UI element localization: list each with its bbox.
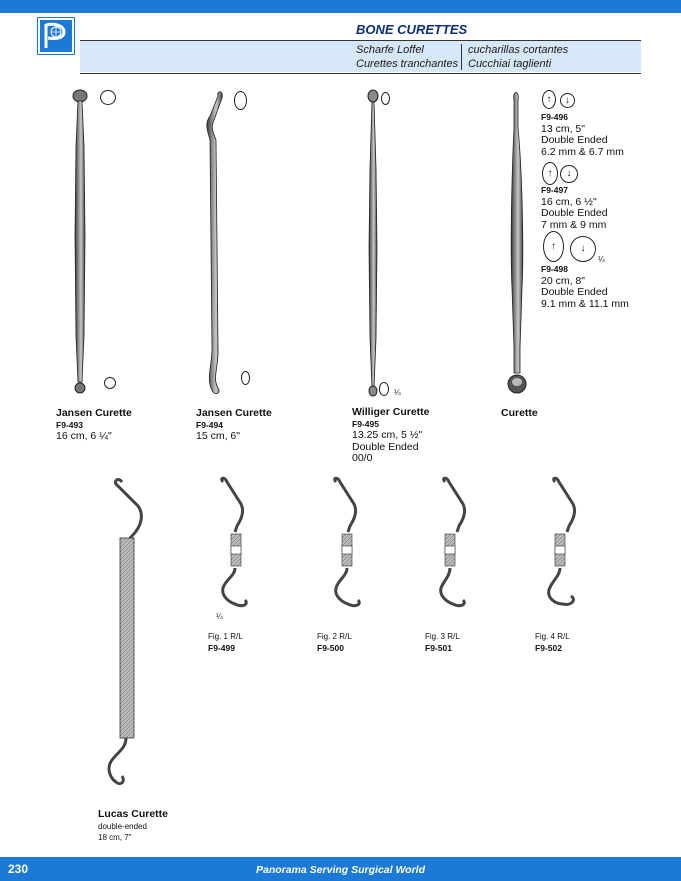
translation-fr: Curettes tranchantes — [356, 58, 459, 70]
top-bar — [0, 0, 681, 13]
size-circle-icon — [241, 371, 250, 385]
product-size: 20 cm, 8" — [541, 274, 585, 287]
divider — [80, 73, 641, 74]
figure-label: Fig. 2 R/L — [317, 632, 352, 641]
size-circle-icon — [234, 91, 247, 110]
product-size: 16 cm, 6 ¼" — [56, 430, 112, 442]
product-spec: 9.1 mm & 11.1 mm — [541, 297, 629, 310]
arrow-down-icon: ↓ — [560, 93, 575, 108]
arrow-up-icon: ↑ — [542, 162, 558, 185]
product-name: Curette — [501, 407, 538, 419]
company-logo — [37, 17, 75, 55]
figure-label: Fig. 4 R/L — [535, 632, 570, 641]
scale-fraction: ¼ — [216, 612, 223, 621]
product-jansen-494-info: Jansen Curette F9-494 15 cm, 6" — [196, 407, 272, 443]
product-code: F9-494 — [196, 419, 223, 430]
product-code: F9-499 — [208, 642, 235, 653]
product-code: F9-493 — [56, 419, 83, 430]
product-jansen-493-info: Jansen Curette F9-493 16 cm, 6 ¼" — [56, 407, 132, 443]
jansen-curette-493-image — [72, 89, 88, 394]
product-name: Jansen Curette — [56, 407, 132, 419]
arrow-up-icon: ↑ — [543, 231, 564, 262]
product-size: 13.25 cm, 5 ½" — [352, 429, 423, 441]
divider — [80, 40, 641, 41]
product-lucas-info: Lucas Curette double-ended 18 cm, 7" — [98, 808, 169, 844]
fig2-curette-image — [333, 476, 361, 608]
product-code: F9-498 — [541, 264, 568, 274]
jansen-curette-494-image — [206, 91, 223, 394]
product-code: F9-496 — [541, 112, 568, 122]
footer-bar — [0, 857, 681, 881]
fig1-curette-image — [220, 476, 248, 608]
curette-image — [507, 92, 527, 394]
williger-curette-image — [367, 89, 379, 397]
size-circle-icon — [379, 382, 389, 396]
lucas-curette-image — [107, 478, 143, 786]
product-desc: Double Ended — [541, 207, 608, 219]
product-f9-497-info: F9-497 16 cm, 6 ½" Double Ended 7 mm & 9… — [541, 185, 608, 231]
product-spec: 6.2 mm & 6.7 mm — [541, 145, 624, 158]
product-f9-498-info: F9-498 20 cm, 8" Double Ended 9.1 mm & 1… — [541, 264, 629, 310]
page-number: 230 — [8, 862, 29, 876]
product-name: Jansen Curette — [196, 407, 272, 419]
product-spec: 7 mm & 9 mm — [541, 218, 607, 231]
product-code: F9-495 — [352, 418, 379, 429]
fig3-curette-image — [439, 476, 467, 608]
figure-label: Fig. 1 R/L — [208, 632, 243, 641]
product-code: F9-501 — [425, 642, 452, 653]
product-desc: Double Ended — [352, 440, 419, 453]
product-fig3-info: Fig. 3 R/L F9-501 — [425, 631, 460, 654]
product-williger-info: Williger Curette F9-495 13.25 cm, 5 ½" D… — [352, 406, 430, 465]
translation-band — [80, 40, 641, 72]
product-grade: 00/0 — [352, 452, 373, 464]
product-name: Lucas Curette — [98, 808, 169, 820]
product-curette-info: Curette — [501, 407, 538, 420]
product-f9-496-info: F9-496 13 cm, 5" Double Ended 6.2 mm & 6… — [541, 112, 624, 158]
product-size: 15 cm, 6" — [196, 430, 240, 442]
product-code: F9-497 — [541, 185, 568, 195]
footer-tagline: Panorama Serving Surgical World — [255, 864, 426, 876]
arrow-down-icon: ↓ — [560, 165, 578, 183]
translation-it: Cucchiai taglienti — [468, 58, 552, 70]
page-title: BONE CURETTES — [356, 22, 468, 37]
product-fig2-info: Fig. 2 R/L F9-500 — [317, 631, 352, 654]
product-fig4-info: Fig. 4 R/L F9-502 — [535, 631, 570, 654]
size-circle-icon — [104, 377, 116, 389]
product-desc: Double Ended — [541, 286, 608, 298]
divider — [461, 44, 462, 70]
product-size: 16 cm, 6 ½" — [541, 195, 597, 208]
product-name: Williger Curette — [352, 406, 430, 418]
product-code: F9-502 — [535, 642, 562, 653]
scale-fraction: ¼ — [394, 388, 401, 397]
product-code: F9-500 — [317, 642, 344, 653]
size-circle-icon — [381, 92, 390, 105]
fig4-curette-image — [547, 476, 577, 606]
scale-fraction: ¼ — [598, 255, 605, 264]
product-size: 18 cm, 7" — [98, 833, 132, 842]
product-size: 13 cm, 5" — [541, 122, 585, 135]
translation-es: cucharillas cortantes — [468, 44, 569, 56]
product-desc: double-ended — [98, 821, 147, 831]
arrow-down-icon: ↓ — [570, 236, 596, 262]
arrow-up-icon: ↑ — [542, 90, 556, 109]
figure-label: Fig. 3 R/L — [425, 632, 460, 641]
product-desc: Double Ended — [541, 134, 608, 146]
size-circle-icon — [100, 90, 116, 105]
product-fig1-info: Fig. 1 R/L F9-499 — [208, 631, 243, 654]
translation-de: Scharfe Loffel — [356, 44, 424, 56]
